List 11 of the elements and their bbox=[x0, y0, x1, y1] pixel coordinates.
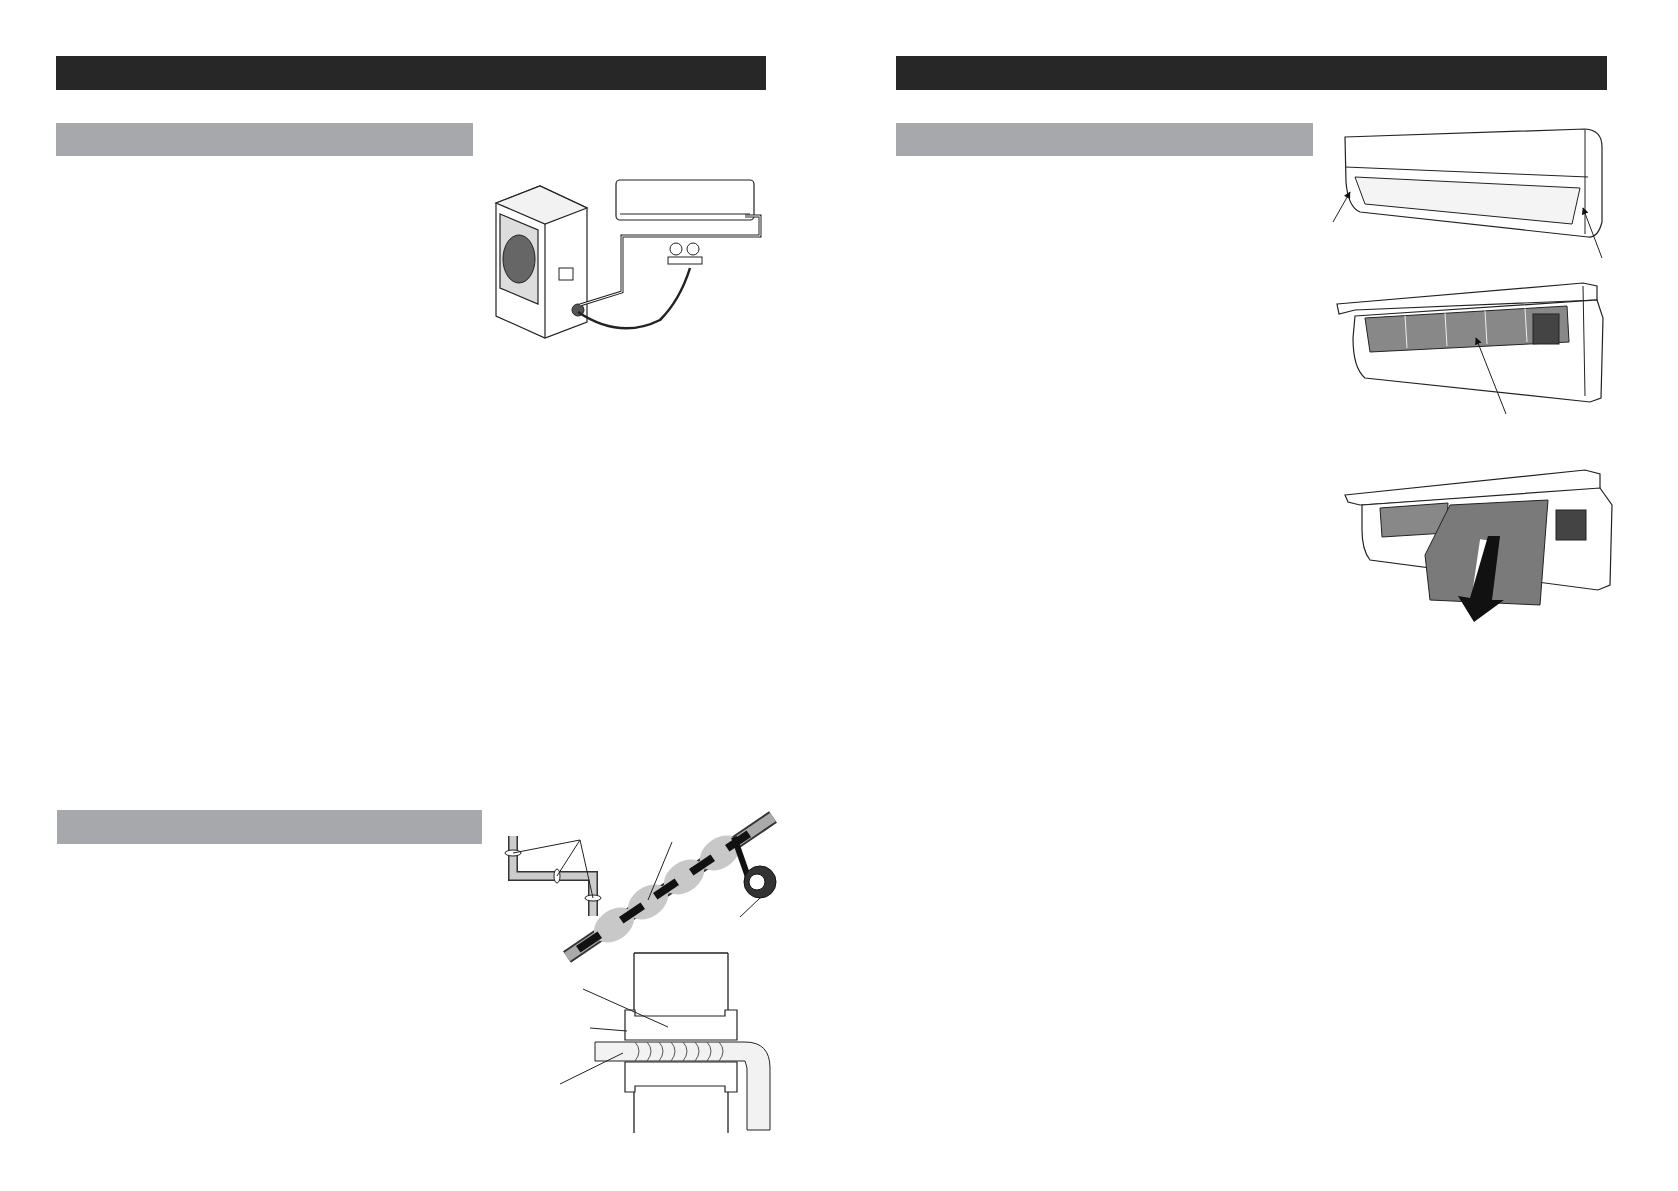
leader-line bbox=[647, 841, 673, 901]
leader-line bbox=[739, 897, 761, 918]
leader-line bbox=[556, 839, 581, 877]
leader-line bbox=[559, 1052, 624, 1085]
leader-line bbox=[579, 839, 594, 899]
arrow bbox=[1581, 207, 1603, 259]
leader-line bbox=[582, 988, 669, 1028]
arrow bbox=[1475, 337, 1507, 415]
leader-line bbox=[589, 1027, 628, 1032]
arrow bbox=[1332, 191, 1351, 223]
leader-line bbox=[512, 839, 581, 854]
